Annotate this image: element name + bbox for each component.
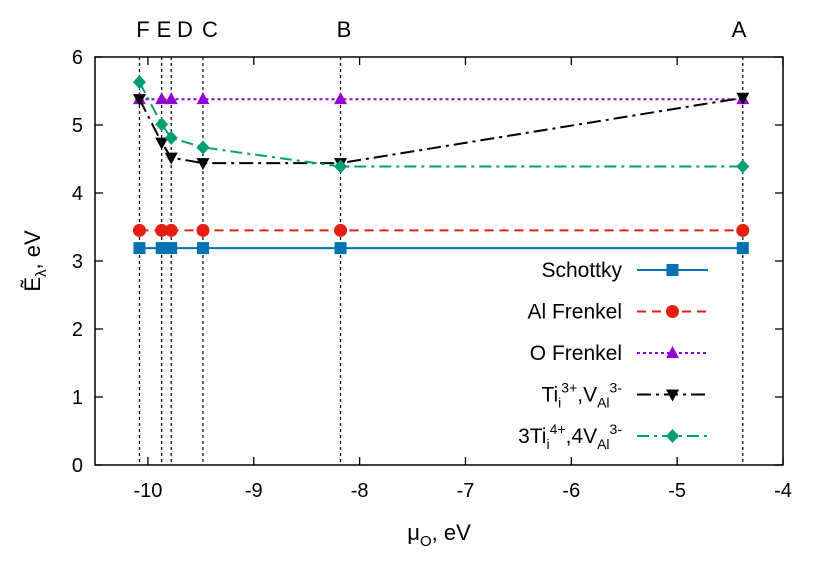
legend-label-5: 3Tii4+,4VAl3-: [518, 421, 622, 452]
series-2-point: [164, 223, 178, 237]
series-4-point: [164, 152, 178, 165]
x-axis-title: μO, eV: [407, 520, 471, 550]
reference-lines: [138, 57, 744, 465]
reference-label-b: B: [337, 17, 352, 42]
x-tick-label: -8: [351, 480, 369, 502]
series-5-point: [736, 159, 750, 174]
x-tick-label: -7: [457, 480, 475, 502]
legend-label-4: Tii3+,VAl3-: [541, 380, 622, 411]
series-5: [132, 75, 750, 174]
series-5-point: [164, 130, 178, 145]
series-1-point: [334, 242, 347, 255]
series-4-point: [132, 94, 146, 107]
y-tick-label: 5: [72, 115, 83, 137]
y-tick-label: 2: [72, 319, 83, 341]
series-5-point: [155, 117, 169, 132]
plot-frame: [94, 56, 784, 466]
legend-sample-marker-5: [666, 429, 679, 443]
y-tick-label: 6: [72, 47, 83, 69]
series-2-point: [196, 223, 210, 237]
series-4-point: [196, 158, 210, 171]
series-1-point: [133, 242, 146, 255]
series-2-point: [155, 223, 169, 237]
y-tick-label: 0: [72, 455, 83, 477]
series-2-point: [132, 223, 146, 237]
reference-label-d: D: [177, 17, 193, 42]
legend-label-2: Al Frenkel: [527, 301, 622, 324]
series-1-point: [196, 242, 209, 255]
y-tick-label: 4: [72, 183, 83, 205]
series-layer: [132, 75, 750, 255]
y-tick-label: 1: [72, 387, 83, 409]
legend-label-1: Schottky: [541, 259, 622, 282]
x-tick-label: -6: [562, 480, 580, 502]
series-4-line: [138, 96, 743, 165]
series-4-point: [155, 137, 169, 150]
series-3-point: [334, 92, 348, 105]
series-1-point: [165, 242, 178, 255]
series-4: [132, 92, 750, 171]
series-5-point: [196, 140, 210, 155]
series-1-point: [155, 242, 168, 255]
series-3-point: [155, 92, 169, 105]
series-5-point: [132, 75, 146, 90]
series-3-point: [196, 92, 210, 105]
legend-sample-marker-2: [666, 305, 679, 318]
x-tick-label: -10: [133, 480, 162, 502]
legend-sample-marker-3: [666, 346, 679, 358]
legend-label-3: O Frenkel: [530, 342, 622, 365]
series-5-point: [334, 159, 348, 174]
series-2-point: [334, 223, 348, 237]
series-5-line: [138, 81, 743, 168]
axis-ticks: -10 -9 -8 -7 -6 -5 -4 0 1 2 3 4 5 6: [72, 47, 792, 502]
x-tick-label: -5: [668, 480, 686, 502]
reference-label-e: E: [157, 17, 172, 42]
y-axis-title: Ẽλ, eV: [20, 230, 50, 292]
series-1: [133, 242, 749, 255]
reference-label-c: C: [202, 17, 218, 42]
series-3: [132, 92, 750, 105]
legend-sample-marker-1: [666, 264, 679, 276]
reference-label-a: A: [732, 17, 747, 42]
reference-label-f: F: [136, 17, 149, 42]
series-1-point: [736, 242, 749, 255]
series-3-point: [164, 92, 178, 105]
legend-sample-marker-4: [666, 389, 679, 402]
x-tick-label: -9: [245, 480, 263, 502]
y-tick-label: 3: [72, 251, 83, 273]
series-4-point: [736, 92, 750, 105]
series-2: [132, 223, 750, 237]
series-2-point: [736, 223, 750, 237]
x-tick-label: -4: [774, 480, 792, 502]
